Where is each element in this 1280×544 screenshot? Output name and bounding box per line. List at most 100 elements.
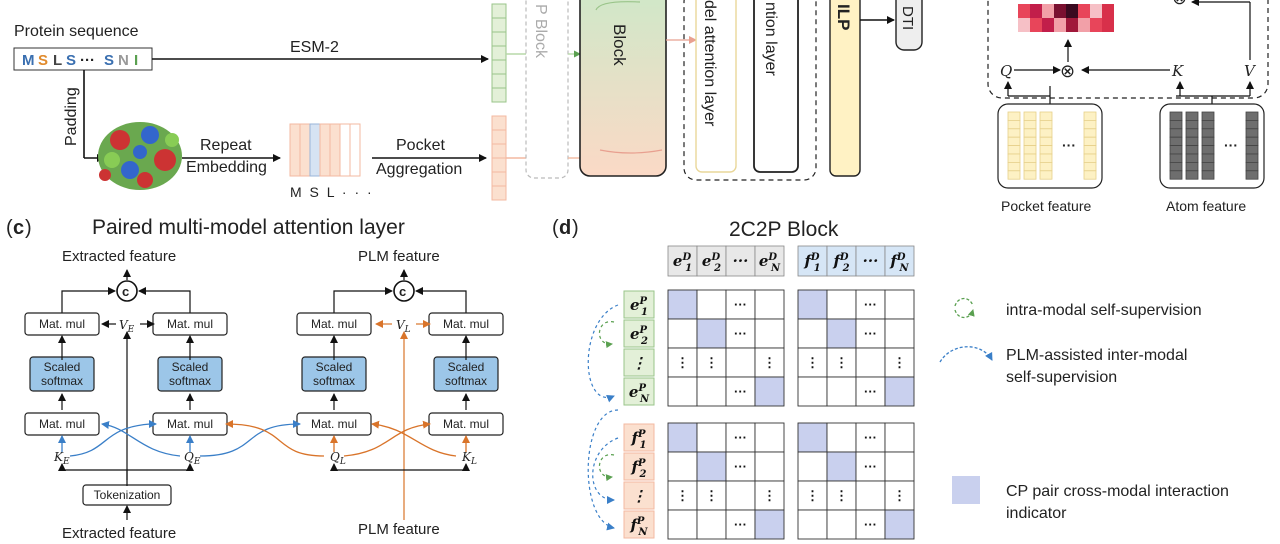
protein-feature-cell [491, 3, 507, 19]
atom-feature-cell [1185, 161, 1199, 172]
concat-e-left [61, 287, 116, 314]
grid-dots: ··· [734, 384, 747, 399]
pocket-feature-cell [1007, 136, 1021, 146]
inter-arrow-e [587, 304, 619, 403]
heatmap-cell [1102, 18, 1114, 32]
grid-cell [754, 289, 785, 320]
grid-cell [797, 451, 828, 482]
grid-row-cell [623, 510, 655, 539]
atom-feature-cell [1245, 128, 1259, 138]
grid-dots: ⋮ [676, 488, 689, 503]
grid-dots: ··· [864, 430, 877, 445]
legend-inter-icon [939, 346, 993, 363]
dti-label: DTI [899, 6, 916, 30]
heatmap-cell [1030, 18, 1042, 32]
protein-sequence-label: Protein sequence [14, 23, 139, 40]
pocket-feature-cell [1083, 111, 1097, 121]
scaled-softmax-box-label: softmax [445, 374, 487, 388]
pocket-feature-cell [1023, 170, 1037, 180]
legend-inter-label-2: self-supervision [1006, 369, 1117, 386]
panel-c-paren-open: ( [6, 217, 13, 239]
grid-header-cell [884, 245, 915, 277]
grid-header-cell [696, 245, 727, 277]
block-box [579, 0, 667, 177]
grid-cell [667, 318, 698, 349]
grid-cell [754, 347, 785, 378]
attention-dashed-frame [683, 0, 817, 181]
heatmap-cell [1018, 4, 1030, 18]
v-l-label: VL [396, 318, 411, 335]
grid-dots: ⋮ [806, 355, 819, 370]
pocket-feature-cell [1007, 170, 1021, 180]
pocket-feature-cell [1083, 145, 1097, 155]
concat-l-right [415, 287, 467, 314]
q-label: Q [1000, 62, 1012, 80]
block-inner-curve [595, 1, 641, 11]
grid-row-cell [623, 423, 655, 452]
intra-arrow-f [598, 454, 615, 482]
attention-heatmap [1018, 4, 1114, 32]
grid-dots: ··· [864, 326, 877, 341]
pocket-feature-cell [1083, 153, 1097, 163]
grid-cell [667, 509, 698, 540]
concat-l-circle [393, 280, 415, 302]
legend: intra-modal self-supervision PLM-assiste… [939, 297, 1229, 522]
atom-feature-cell [1169, 120, 1183, 130]
matmul-top-box-label: Mat. mul [311, 317, 357, 331]
grid-cell [696, 289, 727, 320]
panel-b: ⊗ Q ⊗ K V ··· ··· Pocket feature Atom fe… [987, 0, 1269, 214]
panel-c-paren-close: ) [25, 217, 32, 239]
sequence-letter: S [104, 52, 114, 69]
heatmap-cell [1042, 4, 1054, 18]
msl-label: M S L · · · [290, 184, 374, 200]
extracted-feature-bottom: Extracted feature [62, 525, 176, 542]
heatmap-cell [1102, 4, 1114, 18]
padding-label: Padding [63, 87, 80, 146]
heatmap-cell [1066, 18, 1078, 32]
pocket-feature-cell [491, 171, 507, 187]
grid-dots: ⋮ [806, 488, 819, 503]
k-e-cross-curve [69, 420, 157, 457]
protein-structure-image [98, 122, 182, 190]
grid-dots: ··· [864, 517, 877, 532]
atom-feature-cell [1185, 136, 1199, 146]
heatmap-cell [1042, 18, 1054, 32]
atom-feature-cell [1169, 170, 1183, 180]
atom-feature-cell [1185, 128, 1199, 138]
esm-label: ESM-2 [290, 39, 339, 56]
atom-feature-columns [1169, 111, 1259, 180]
grid-cell [696, 376, 727, 407]
faded-block-label: P Block [532, 4, 549, 59]
pocket-feature-cell [1007, 153, 1021, 163]
pocket-feature-columns [1007, 111, 1097, 180]
embedding-label: Embedding [186, 159, 267, 176]
grid-cell [667, 451, 698, 482]
pocket-label: Pocket [396, 137, 445, 154]
pocket-feature-label: Pocket feature [1001, 198, 1091, 214]
grid-dots: ⋮ [893, 355, 906, 370]
heatmap-cell [1054, 4, 1066, 18]
pocket-feature-cell [1039, 145, 1053, 155]
matmul-bottom-box-label: Mat. mul [39, 417, 85, 431]
grid-cell [855, 376, 886, 407]
sequence-letter: I [134, 52, 138, 69]
scaled-softmax-box-label: Scaled [44, 360, 81, 374]
embedding-columns [289, 123, 361, 177]
atom-feature-cell [1201, 170, 1215, 180]
concat-l-symbol: c [399, 284, 406, 299]
matmul-bottom-box-label: Mat. mul [167, 417, 213, 431]
repeat-label: Repeat [200, 137, 252, 154]
grid-cell [826, 376, 857, 407]
grid-cell [855, 347, 886, 378]
attention-dashed-frame-b [987, 0, 1269, 99]
q-e-cross-curve [101, 421, 181, 457]
grid-cell [754, 451, 785, 482]
pocket-feature-cell [1007, 111, 1021, 121]
tokenization-box-label: Tokenization [94, 488, 161, 502]
